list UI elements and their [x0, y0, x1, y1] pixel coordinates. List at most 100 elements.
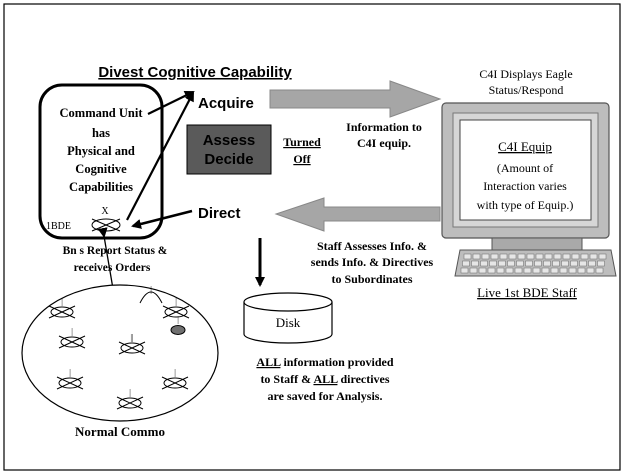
keyboard-key: [478, 267, 487, 274]
command-unit-line-2: has: [92, 126, 110, 140]
acquire-label: Acquire: [198, 95, 254, 112]
disk-cylinder: [243, 292, 333, 344]
battalion-unit-symbol: |: [48, 297, 76, 319]
keyboard-key: [516, 260, 524, 267]
keyboard-key: [508, 253, 517, 260]
unit-slash: [56, 376, 84, 390]
keyboard-key: [507, 260, 515, 267]
keyboard-key: [561, 260, 569, 267]
unit-size-mark: X: [101, 206, 109, 217]
keyboard-key: [597, 260, 605, 267]
bns-report-line-2: receives Orders: [74, 262, 151, 274]
battalion-unit-symbol: |: [162, 297, 190, 319]
computer-monitor: [441, 102, 610, 253]
saved-line-2: to Staff & ALL directives: [260, 372, 389, 386]
slide-frame: [3, 3, 621, 471]
unit-size-mark: ||: [130, 333, 133, 342]
keyboard-key: [517, 253, 526, 260]
keyboard-key: [471, 260, 479, 267]
battalion-unit-symbol: |: [56, 368, 84, 390]
keyboard-key: [544, 253, 553, 260]
unit-slash: [48, 305, 76, 319]
battalion-unit-symbol: |: [161, 368, 189, 390]
unit-size-mark: |: [174, 368, 176, 377]
saved-line-2-all: ALL: [313, 372, 338, 386]
disk-body: [243, 302, 333, 344]
keyboard-key: [496, 267, 505, 274]
turned-off-line-2: Off: [293, 152, 311, 166]
command-unit-line-5: Capabilities: [69, 180, 133, 194]
keyboard-key: [490, 253, 499, 260]
keyboard-key: [568, 267, 577, 274]
unit-slash: [162, 305, 190, 319]
screen-line-3: with type of Equip.): [477, 198, 574, 212]
decide-label: Decide: [204, 151, 253, 168]
staff-assesses-line-3: to Subordinates: [331, 272, 412, 286]
unit-size-mark: |: [61, 297, 63, 306]
keyboard-key: [571, 253, 580, 260]
saved-line-2-rest: directives: [337, 372, 389, 386]
keyboard-key: [559, 267, 568, 274]
keyboard-key: [505, 267, 514, 274]
keyboard-key: [525, 260, 533, 267]
unit-size-mark: |: [175, 297, 177, 306]
keyboard-key: [586, 267, 595, 274]
keyboard-key: [535, 253, 544, 260]
diagram-title: Divest Cognitive Capability: [98, 64, 292, 81]
keyboard-key: [550, 267, 559, 274]
direct-label: Direct: [198, 205, 241, 222]
keyboard-key: [543, 260, 551, 267]
saved-line-1-all: ALL: [256, 355, 281, 369]
turned-off-line-1: Turned: [283, 135, 321, 149]
unit-label: 1BDE: [46, 221, 71, 232]
keyboard-key: [472, 253, 481, 260]
keyboard-key: [532, 267, 541, 274]
keyboard-keys: [460, 253, 607, 274]
saved-line-3: are saved for Analysis.: [268, 389, 383, 403]
keyboard-key: [553, 253, 562, 260]
staff-assesses-line-1: Staff Assesses Info. &: [317, 239, 427, 253]
saved-line-1-rest: information provided: [280, 355, 393, 369]
keyboard-key: [463, 253, 472, 260]
keyboard-key: [460, 267, 469, 274]
unit-size-mark: |: [71, 327, 73, 336]
keyboard-key: [570, 260, 578, 267]
normal-commo-label: Normal Commo: [75, 424, 165, 439]
arrow-to-c4i: [269, 80, 442, 118]
keyboard-key: [481, 253, 490, 260]
keyboard-key: [526, 253, 535, 260]
keyboard-key: [514, 267, 523, 274]
command-unit-line-3: Physical and: [67, 144, 135, 158]
arrow-unit-to-acquire-short: [147, 91, 195, 115]
keyboard-key: [552, 260, 560, 267]
keyboard-key: [598, 253, 607, 260]
keyboard-key: [462, 260, 470, 267]
command-unit-text: Command Unit has Physical and Cognitive …: [60, 106, 144, 194]
unit-slash: [161, 376, 189, 390]
staff-assesses-line-2: sends Info. & Directives: [311, 255, 434, 269]
arrow-direct-to-unit: [131, 209, 193, 229]
keyboard-key: [580, 253, 589, 260]
unit-size-mark: |: [177, 315, 179, 324]
keyboard-key: [541, 267, 550, 274]
terrain-arc: [139, 291, 163, 304]
disk-label: Disk: [276, 315, 301, 330]
assess-decide-box: [186, 124, 272, 175]
keyboard-key: [588, 260, 596, 267]
assess-label: Assess: [203, 132, 256, 149]
disk-top: [243, 292, 333, 312]
bns-report-line-1: Bn s Report Status &: [63, 245, 168, 257]
battalion-units: ||||||||||: [48, 285, 190, 410]
battalion-unit-symbol: |: [58, 327, 86, 349]
unit-slash: [118, 341, 146, 355]
battalion-unit-symbol: |: [116, 388, 144, 410]
keyboard-key: [589, 253, 598, 260]
arrow-unit-to-acquire-long: [126, 91, 194, 221]
unit-size-mark: |: [129, 388, 131, 397]
c4i-displays-line-1: C4I Displays Eagle: [479, 67, 572, 81]
unit-slash: [58, 335, 86, 349]
keyboard-key: [534, 260, 542, 267]
command-unit-line-1: Command Unit: [60, 106, 144, 120]
info-to-c4i-line-1: Information to: [346, 120, 422, 134]
